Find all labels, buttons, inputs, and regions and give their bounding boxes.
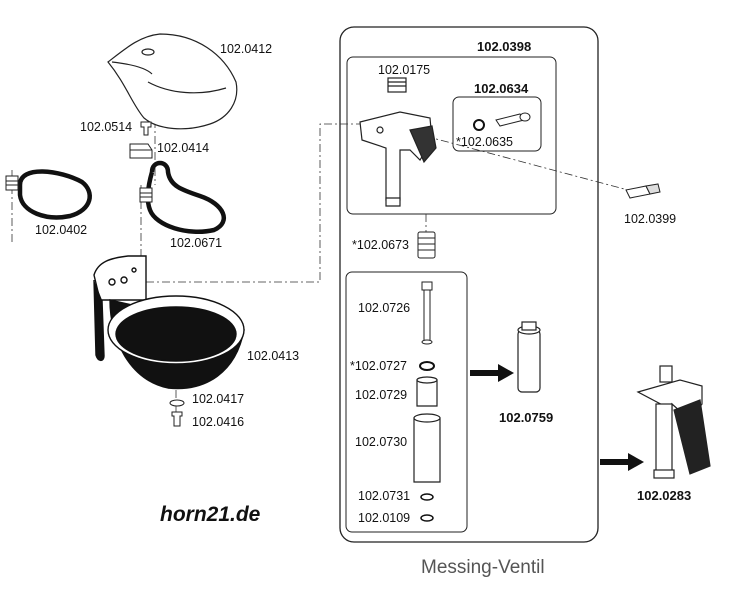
sleeve-drawing <box>413 413 441 483</box>
label-washer2: 102.0731 <box>358 489 410 503</box>
clip-drawing <box>129 143 153 159</box>
label-oring: *102.0635 <box>456 135 513 149</box>
label-kit: 102.0759 <box>499 410 553 425</box>
arrow-to-kit <box>470 364 514 382</box>
brand-watermark: horn21.de <box>160 503 261 526</box>
caption: Messing-Ventil <box>421 557 545 578</box>
label-sleeve: 102.0730 <box>355 435 407 449</box>
spring-drawing <box>417 231 436 259</box>
label-clip: 102.0414 <box>157 141 209 155</box>
label-nipple: 102.0175 <box>378 63 430 77</box>
kit-drawing <box>517 321 541 393</box>
disc-drawing <box>420 514 434 522</box>
small-screw-drawing <box>140 121 152 136</box>
label-bracket: 102.0671 <box>170 236 222 250</box>
valve-assembly-frame <box>339 26 599 543</box>
label-bowl-insert: 102.0412 <box>220 42 272 56</box>
bowl-insert-drawing <box>107 33 238 130</box>
label-washer: 102.0417 <box>192 392 244 406</box>
bowl-plug-drawing <box>171 411 183 427</box>
ring-drawing <box>17 169 92 220</box>
label-ring: 102.0402 <box>35 223 87 237</box>
valve-body-drawing <box>359 77 437 207</box>
drinking-bowl-drawing <box>93 255 245 390</box>
bushing-drawing <box>416 376 438 407</box>
label-complete-valve: 102.0283 <box>637 488 691 503</box>
small-washer-drawing <box>420 493 434 501</box>
label-pin: 102.0726 <box>358 301 410 315</box>
arrow-to-complete-valve <box>600 453 644 471</box>
label-small-screw: 102.0514 <box>80 120 132 134</box>
label-sub-assembly: 102.0634 <box>474 81 529 96</box>
bracket-drawing <box>145 160 226 234</box>
label-bowl: 102.0413 <box>247 349 299 363</box>
internals-frame <box>345 271 468 533</box>
pin-drawing <box>421 281 433 345</box>
valve-body-frame <box>346 56 557 215</box>
label-bolt: 102.0399 <box>624 212 676 226</box>
label-spring: *102.0673 <box>352 238 409 252</box>
complete-valve-drawing <box>636 365 711 479</box>
label-disc: 102.0109 <box>358 511 410 525</box>
label-bushing: 102.0729 <box>355 388 407 402</box>
label-seal-ring: *102.0727 <box>350 359 407 373</box>
screw-pin-drawing <box>495 112 531 127</box>
sub-assembly-frame <box>452 96 542 152</box>
seal-ring-drawing <box>419 361 435 371</box>
oring-drawing <box>473 119 485 131</box>
label-plug: 102.0416 <box>192 415 244 429</box>
ring-clamp-drawing <box>5 175 19 191</box>
bolt-drawing <box>625 183 661 199</box>
bracket-clamp-drawing <box>139 187 153 203</box>
bowl-washer-drawing <box>169 399 185 407</box>
label-main-assembly: 102.0398 <box>477 39 531 54</box>
